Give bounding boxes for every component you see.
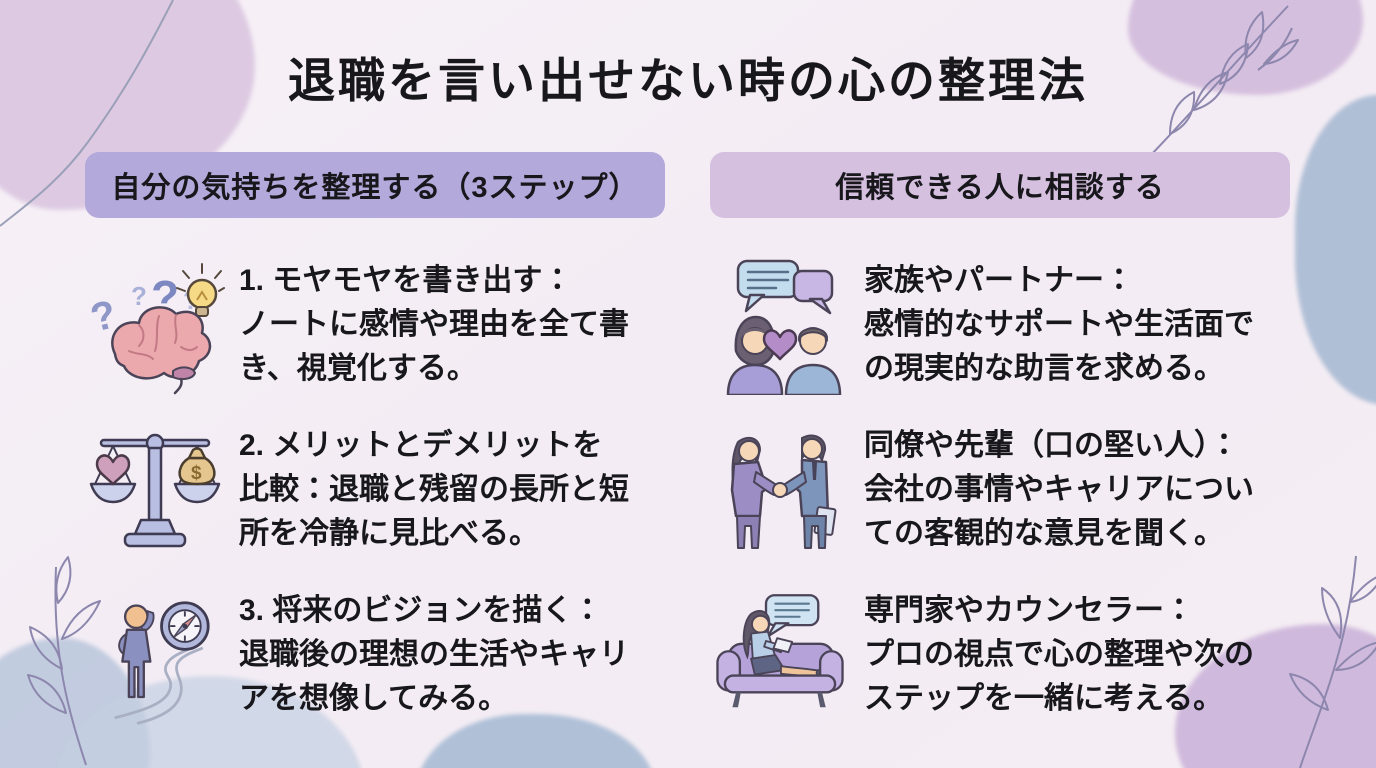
list-item: 専門家やカウンセラー： プロの視点で心の整理や次の ステップを一緒に考える。 (710, 585, 1290, 725)
brain-questions-lightbulb-icon: ? ? ? ? (85, 255, 225, 395)
item-text: 家族やパートナー： 感情的なサポートや生活面で の現実的な助言を求める。 (864, 264, 1254, 385)
right-items: 家族やパートナー： 感情的なサポートや生活面で の現実的な助言を求める。 (710, 255, 1290, 725)
list-item: 同僚や先輩（口の堅い人）： 会社の事情やキャリアについ ての客観的な意見を聞く。 (710, 420, 1290, 560)
column-header-left: 自分の気持ちを整理する（3ステップ） (85, 152, 665, 218)
page-title: 退職を言い出せない時の心の整理法 (288, 54, 1088, 107)
list-item: ? ? ? ? (85, 255, 665, 395)
list-item: 家族やパートナー： 感情的なサポートや生活面で の現実的な助言を求める。 (710, 255, 1290, 395)
item-text: 同僚や先輩（口の堅い人）： 会社の事情やキャリアについ ての客観的な意見を聞く。 (864, 429, 1254, 550)
column-self-organize: 自分の気持ちを整理する（3ステップ） ? ? ? ? (85, 152, 665, 725)
handshake-colleagues-icon (710, 420, 850, 560)
person-compass-path-icon (85, 585, 225, 725)
counselor-couch-icon (710, 585, 850, 725)
balance-scale-heart-money-icon: $ (85, 420, 225, 560)
couple-heart-chat-icon (710, 255, 850, 395)
item-text: 1. モヤモヤを書き出す： ノートに感情や理由を全て書 き、視覚化する。 (239, 264, 629, 385)
item-text: 専門家やカウンセラー： プロの視点で心の整理や次の ステップを一緒に考える。 (864, 594, 1254, 715)
leaf-branch-top-right (1147, 5, 1299, 159)
column-header-right: 信頼できる人に相談する (710, 152, 1290, 218)
svg-text:?: ? (131, 281, 147, 311)
curve-line-top-left (0, 0, 174, 227)
item-text: 3. 将来のビジョンを描く： 退職後の理想の生活やキャリ アを想像してみる。 (239, 594, 629, 715)
column-consult-trusted: 信頼できる人に相談する (710, 152, 1290, 725)
leaf-branch-bottom-left (27, 556, 101, 766)
item-text: 2. メリットとデメリットを 比較：退職と残留の長所と短 所を冷静に見比べる。 (239, 429, 629, 550)
left-items: ? ? ? ? (85, 255, 665, 725)
watercolor-blob-right-blue (1295, 95, 1376, 405)
svg-text:$: $ (191, 463, 202, 484)
list-item: $ 2. メリットとデメリットを 比較：退職と残留の長所と短 所を冷静に見比べる… (85, 420, 665, 560)
list-item: 3. 将来のビジョンを描く： 退職後の理想の生活やキャリ アを想像してみる。 (85, 585, 665, 725)
leaf-branch-bottom-right (1289, 555, 1376, 768)
